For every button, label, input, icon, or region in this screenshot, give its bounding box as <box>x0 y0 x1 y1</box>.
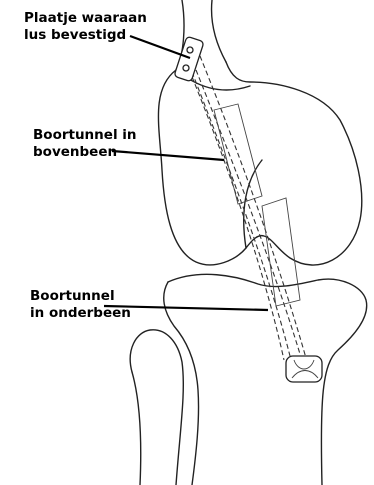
plate-hole-bottom <box>183 65 189 71</box>
tunnel-left-edge <box>186 62 284 360</box>
label-femur-tunnel-line-1: Boortunnel in <box>33 127 137 144</box>
label-plate: Plaatje waaraan lus bevestigd <box>24 10 147 44</box>
tunnel-inner-right <box>196 70 300 354</box>
graft-segment-lower <box>262 198 300 306</box>
fixation-plate <box>174 36 204 82</box>
fibula-shaft <box>132 372 141 485</box>
label-tibia-tunnel-line-2: in onderbeen <box>30 305 131 322</box>
label-plate-line-1: Plaatje waaraan <box>24 10 147 27</box>
label-femur-tunnel-line-2: bovenbeen <box>33 144 137 161</box>
tibia-plateau <box>168 274 367 485</box>
label-tibia-tunnel-line-1: Boortunnel <box>30 288 131 305</box>
label-tibia-tunnel: Boortunnel in onderbeen <box>30 288 131 322</box>
tunnel-graft <box>186 56 322 382</box>
label-plate-line-2: lus bevestigd <box>24 27 147 44</box>
plate-fixation <box>174 36 204 82</box>
tibia-left-edge <box>164 282 199 485</box>
label-femur-tunnel: Boortunnel in bovenbeen <box>33 127 137 161</box>
plate-hole-top <box>187 47 193 53</box>
tunnel-right-edge <box>200 56 306 358</box>
tibia-bone <box>130 274 366 485</box>
femur-shaft-right <box>212 0 226 62</box>
